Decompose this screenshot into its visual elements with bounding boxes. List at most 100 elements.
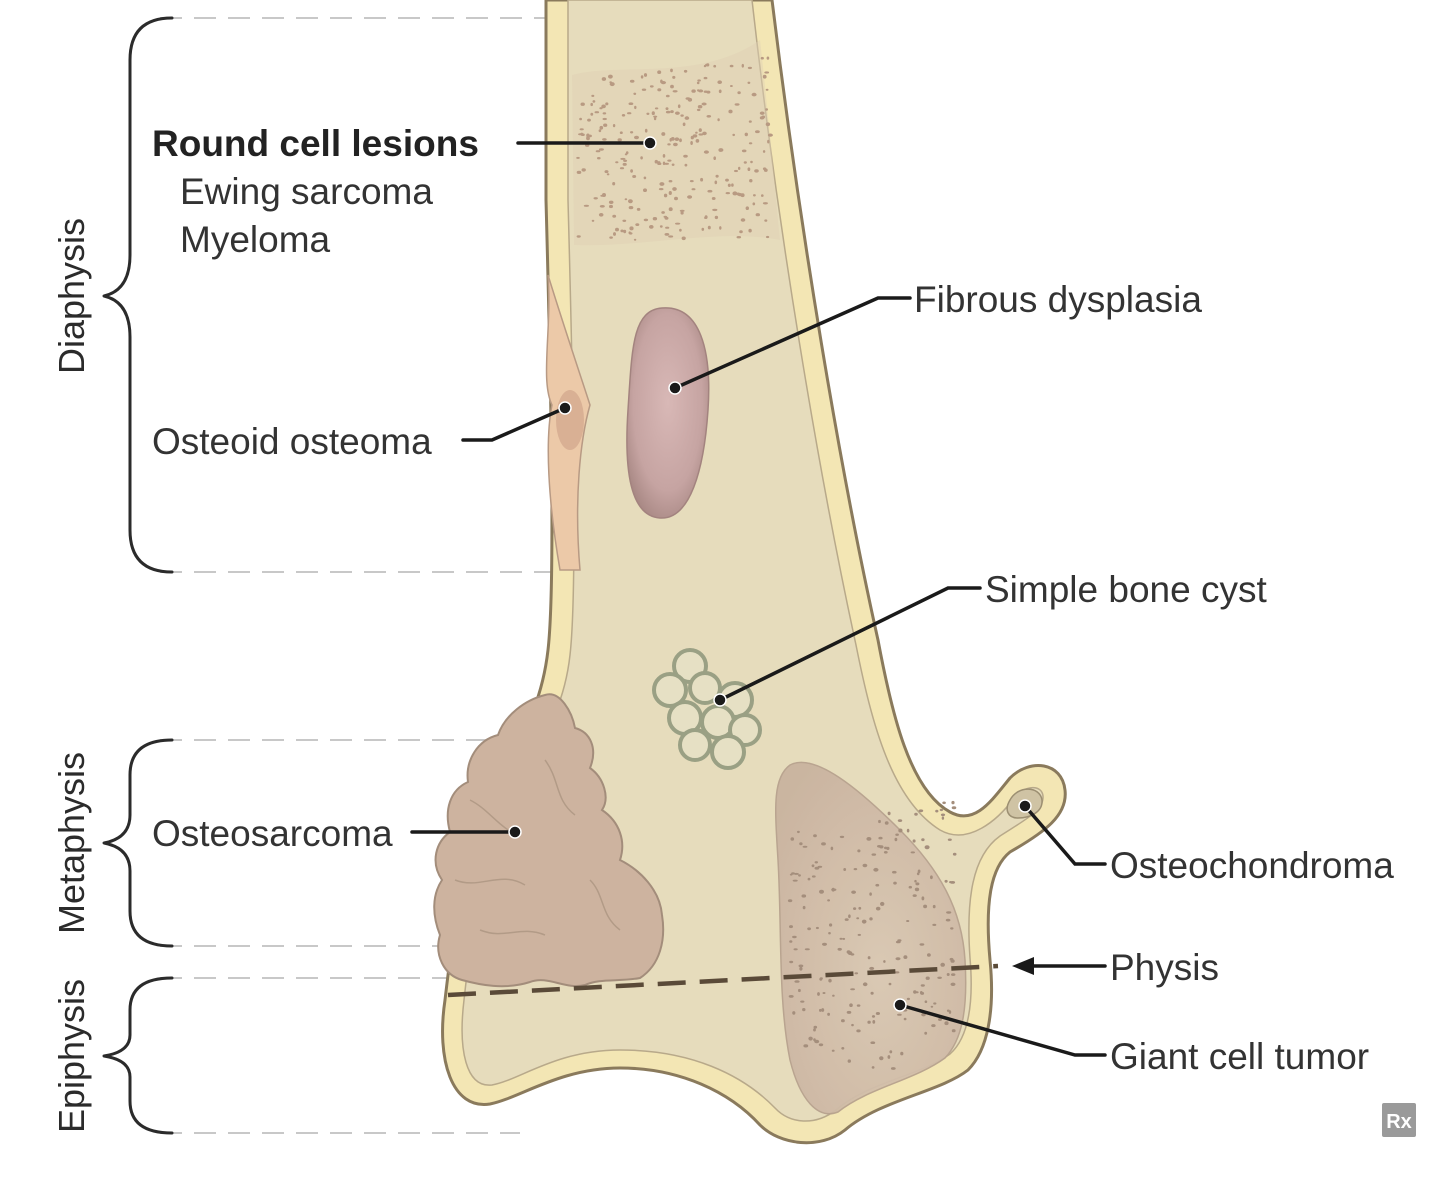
speckle — [646, 112, 650, 116]
speckle — [671, 163, 675, 166]
speckle — [861, 919, 867, 924]
speckle — [643, 188, 647, 192]
speckle — [747, 167, 751, 171]
speckle — [946, 911, 952, 914]
speckle — [792, 935, 797, 939]
speckle — [897, 1013, 902, 1016]
speckle — [652, 217, 658, 221]
speckle — [887, 1055, 891, 1059]
speckle — [811, 875, 816, 878]
speckle — [667, 159, 672, 162]
speckle — [821, 1008, 825, 1012]
rx-logo: Rx — [1382, 1103, 1416, 1137]
leader-osteochondroma — [1023, 804, 1107, 866]
speckle — [903, 1017, 907, 1021]
speckle — [579, 117, 582, 121]
speckle — [945, 918, 951, 922]
speckle — [932, 904, 936, 909]
speckle — [951, 806, 957, 810]
speckle — [579, 128, 584, 131]
speckle — [853, 907, 857, 910]
speckle — [803, 1044, 809, 1048]
speckle — [691, 89, 696, 93]
speckle — [706, 115, 712, 118]
speckle — [767, 133, 773, 137]
speckle — [913, 990, 917, 994]
speckle — [602, 193, 606, 197]
speckle — [932, 923, 937, 927]
speckle — [924, 1031, 928, 1035]
speckle — [608, 74, 613, 79]
round-cell-lesions-label: Round cell lesions — [152, 123, 479, 164]
speckle — [814, 866, 820, 870]
speckle — [847, 1059, 851, 1063]
speckle — [641, 88, 647, 91]
speckle — [760, 56, 764, 60]
speckle — [675, 222, 681, 225]
speckle — [906, 997, 911, 1001]
speckle — [937, 976, 942, 979]
speckle — [689, 180, 694, 183]
speckle — [942, 801, 946, 805]
speckle — [640, 156, 643, 160]
speckle — [841, 1019, 845, 1023]
speckle — [741, 149, 747, 153]
speckle — [697, 89, 700, 92]
speckle — [657, 161, 661, 164]
speckle — [951, 800, 955, 805]
speckle — [889, 1050, 893, 1054]
simple-bone-cyst-label: Simple bone cyst — [985, 569, 1267, 610]
speckle — [603, 123, 608, 127]
speckle — [841, 1047, 845, 1050]
metaphysis-brace — [102, 738, 174, 948]
speckle — [799, 842, 803, 846]
speckle — [696, 108, 701, 112]
speckle — [598, 148, 604, 151]
speckle — [598, 213, 604, 217]
speckle — [828, 932, 831, 935]
speckle — [799, 966, 803, 971]
speckle — [853, 868, 858, 871]
speckle — [871, 853, 877, 856]
speckle — [787, 899, 793, 903]
speckle — [877, 845, 882, 848]
speckle — [643, 218, 649, 222]
speckle — [790, 837, 795, 841]
speckle — [698, 133, 704, 136]
speckle — [687, 195, 693, 199]
speckle — [714, 180, 718, 185]
speckle — [884, 846, 888, 850]
speckle — [843, 868, 847, 871]
speckle — [822, 992, 826, 994]
speckle — [623, 229, 627, 234]
speckle — [949, 957, 954, 961]
speckle — [683, 69, 688, 73]
speckle — [856, 1004, 861, 1007]
speckle — [664, 162, 669, 165]
speckle — [921, 838, 925, 842]
speckle — [794, 980, 800, 983]
speckle — [792, 879, 798, 882]
speckle — [762, 74, 767, 79]
speckle — [856, 917, 860, 920]
speckle — [674, 137, 680, 141]
speckle — [588, 134, 592, 138]
speckle — [856, 1029, 861, 1033]
speckle — [737, 91, 741, 95]
speckle — [745, 206, 749, 210]
speckle — [930, 1005, 934, 1008]
speckle — [933, 1002, 937, 1005]
speckle — [862, 982, 868, 987]
speckle — [628, 206, 634, 210]
speckle — [900, 1051, 904, 1056]
speckle — [713, 156, 716, 160]
speckle — [869, 966, 875, 970]
region-guides — [160, 17, 560, 1134]
speckle — [668, 235, 674, 238]
speckle — [950, 927, 954, 930]
speckle — [800, 1000, 805, 1003]
speckle — [684, 163, 688, 167]
speckle — [883, 960, 886, 963]
speckle — [869, 892, 872, 896]
speckle — [598, 129, 602, 133]
